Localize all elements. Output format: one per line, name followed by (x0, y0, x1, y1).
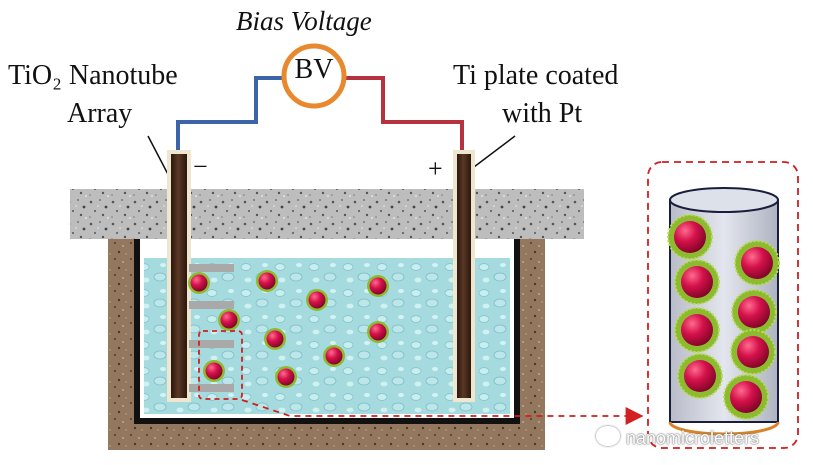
zoom-arrow (241, 399, 644, 425)
nanotube-top-rim (669, 187, 779, 213)
watermark-text: nanomicroletters (626, 428, 760, 448)
wechat-logo-icon (596, 426, 620, 446)
nanotube-base-rim (668, 421, 780, 436)
voltage-source-ring (281, 43, 347, 109)
right-electrode-label-line2: with Pt (502, 98, 583, 129)
deposition-layers (189, 264, 234, 392)
left-electrode-label-line1: TiO₂ Nanotube (8, 60, 178, 91)
nanoparticle (306, 289, 328, 311)
nanoparticle (188, 272, 210, 294)
diagram-title: Bias Voltage (236, 6, 372, 36)
lid (70, 189, 584, 239)
right-electrode (453, 150, 475, 402)
positive-terminal-sign: + (428, 154, 443, 183)
nanotube-zoom-panel (647, 161, 799, 449)
voltage-source-label: BV (294, 54, 334, 85)
left-electrode (167, 150, 191, 402)
nanotube-nanoparticles (667, 214, 780, 420)
nanoparticles (188, 270, 389, 388)
right-electrode-label-line1: Ti plate coated (453, 60, 619, 91)
positive-wire (340, 76, 464, 154)
nanoparticle (203, 360, 225, 382)
negative-wire (176, 76, 288, 154)
left-electrode-label-line2: Array (67, 98, 133, 129)
electrolytic-cell (70, 189, 584, 450)
nanoparticle (264, 328, 286, 350)
negative-terminal-sign: − (193, 152, 208, 181)
nanoparticle (323, 345, 345, 367)
watermark: nanomicroletters (596, 426, 759, 449)
nanoparticle (367, 275, 389, 297)
nanoparticle (275, 366, 297, 388)
nanoparticle (256, 270, 278, 292)
nanoparticle (218, 309, 240, 331)
right-label-pointer (469, 135, 516, 171)
nanoparticle (367, 321, 389, 343)
